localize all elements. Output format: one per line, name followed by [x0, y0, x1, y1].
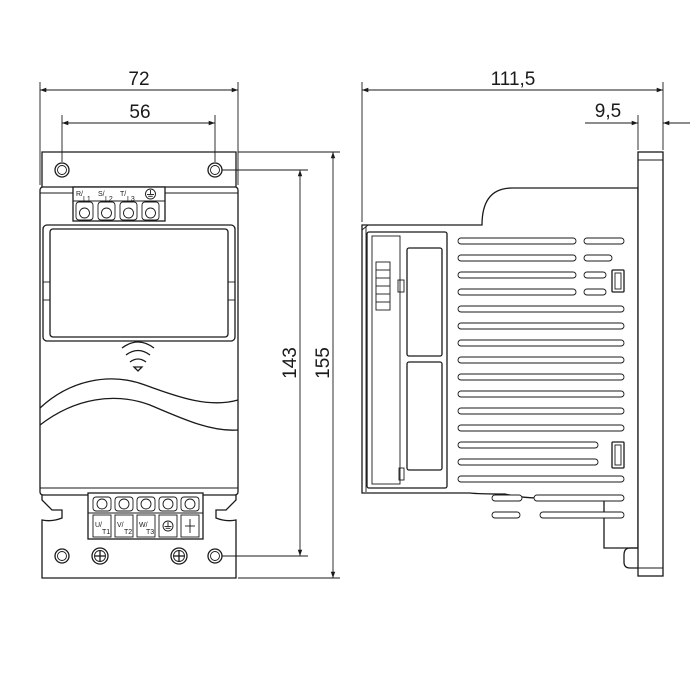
phillips-screw-icon — [170, 547, 188, 565]
front-cover-wave-upper — [39, 378, 239, 409]
front-display-window — [42, 224, 236, 342]
side-view — [361, 151, 664, 577]
ground-icon — [145, 188, 156, 200]
front-dimensions: 72 56 143 155 — [39, 69, 340, 579]
dim-overall-height: 155 — [313, 347, 334, 379]
front-view: R/ L1 S/ L2 T/ L3 — [39, 151, 239, 579]
side-rear-flange — [637, 151, 664, 577]
top-terminal-block: R/ L1 S/ L2 T/ L3 — [72, 186, 166, 222]
side-dimensions: 111,5 9,5 — [361, 69, 690, 222]
phillips-screw-icon — [91, 547, 109, 565]
dim-flange-depth: 9,5 — [595, 101, 621, 122]
ground-icon — [185, 519, 195, 533]
terminal-t2-label: T2 — [124, 529, 132, 536]
terminal-t3-label: T3 — [146, 529, 154, 536]
side-front-section — [366, 231, 448, 489]
dim-side-depth: 111,5 — [491, 69, 536, 90]
ground-icon — [162, 520, 174, 532]
terminal-l2-label: L2 — [105, 196, 113, 203]
mounting-hole-bottom-left — [54, 548, 70, 564]
side-foot — [623, 547, 638, 569]
terminal-t1-label: T1 — [102, 529, 110, 536]
terminal-s-label: S/ — [98, 191, 105, 198]
terminal-r-label: R/ — [76, 191, 83, 198]
side-window-lower — [406, 361, 443, 471]
side-connector — [375, 261, 405, 311]
side-window-upper — [406, 247, 443, 357]
terminal-l1-label: L1 — [83, 196, 91, 203]
dim-hole-spacing: 56 — [129, 102, 150, 123]
side-clip-lower — [611, 441, 625, 469]
terminal-t-label: T/ — [120, 191, 126, 198]
mounting-hole-top-left — [54, 162, 70, 178]
terminal-v-label: V/ — [117, 522, 124, 529]
terminal-l3-label: L3 — [127, 196, 135, 203]
heatsink-fins — [457, 237, 625, 519]
wifi-icon — [121, 341, 155, 372]
front-cover-wave-lower — [39, 397, 239, 431]
terminal-u-label: U/ — [95, 522, 102, 529]
dim-front-width: 72 — [128, 69, 149, 90]
dim-hole-height: 143 — [280, 347, 301, 379]
bottom-terminal-block: U/ T1 V/ T2 W/ T3 — [87, 492, 204, 540]
terminal-w-label: W/ — [139, 522, 148, 529]
